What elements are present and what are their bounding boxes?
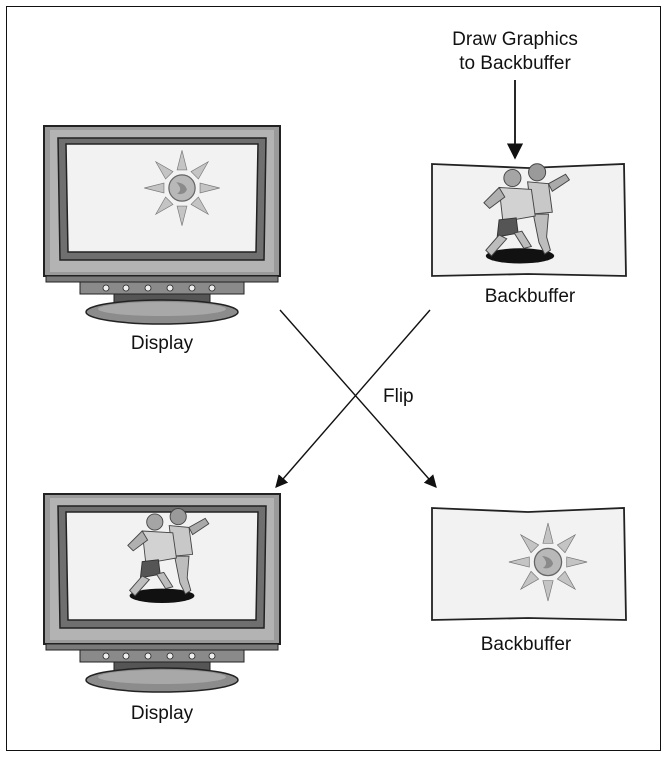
sun-icon (143, 149, 221, 227)
flip-label: Flip (383, 386, 414, 407)
diagram-frame (6, 6, 661, 751)
display-bottom-label: Display (130, 703, 194, 724)
display-top-monitor (43, 125, 281, 325)
backbuffer-bottom-label: Backbuffer (480, 634, 572, 655)
draw-caption-line2: to Backbuffer (459, 52, 571, 74)
flip-arrow-to-display (275, 309, 431, 488)
monitor-icon (43, 125, 281, 325)
display-top-label: Display (130, 333, 194, 354)
draw-caption-line1: Draw Graphics (452, 29, 578, 50)
flip-arrow-to-backbuffer (279, 309, 437, 488)
backbuffer-top-card (431, 163, 627, 277)
backbuffer-top-label: Backbuffer (484, 286, 576, 307)
backbuffer-bottom-card (431, 507, 627, 621)
draw-caption: Draw Graphics to Backbuffer (430, 28, 600, 76)
display-bottom-monitor (43, 493, 281, 693)
sun-icon (508, 522, 588, 602)
